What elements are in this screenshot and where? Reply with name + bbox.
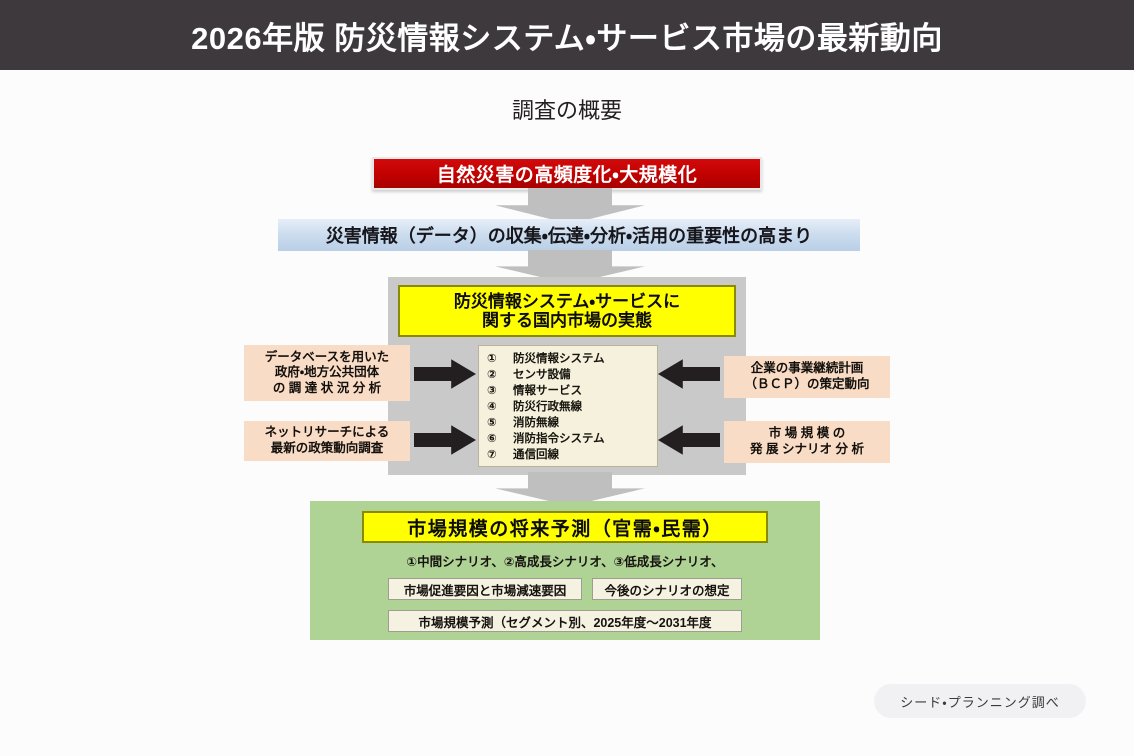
list-item-label: 防災行政無線 (513, 401, 582, 413)
list-item-label: 消防指令システム (513, 433, 605, 445)
list-item-label: 情報サービス (513, 385, 582, 397)
page-title: 2026年版 防災情報システム・サービス市場の最新動向 (191, 20, 943, 56)
focus-box: 防災情報システム・サービスに 関する国内市場の実態 (398, 285, 736, 337)
right-input-2-line1: 市 場 規 模 の (768, 426, 846, 441)
list-item-label: 通信回線 (513, 449, 559, 461)
left-input-2-line2: 最新の政策動向調査 (270, 441, 384, 455)
list-item-number: ④ (487, 401, 497, 413)
list-item: ② センサ設備 (487, 366, 657, 382)
consequence-box-label: 災害情報（データ）の収集・伝達・分析・活用の重要性の高まり (325, 226, 813, 246)
consequence-box: 災害情報（データ）の収集・伝達・分析・活用の重要性の高まり (278, 219, 860, 251)
list-item-label: センサ設備 (513, 369, 571, 381)
left-input-1-line3: の 調 達 状 況 分 析 (272, 380, 382, 395)
right-input-box-2: 市 場 規 模 の 発 展 シナリオ 分 析 (724, 421, 890, 463)
forecast-subitem-3: 市場規模予測（セグメント別、2025年度～2031年度 (388, 610, 742, 632)
right-input-1-line2: （ＢＣＰ）の策定動向 (744, 377, 870, 391)
forecast-subitem-1: 市場促進要因と市場減速要因 (388, 578, 582, 600)
list-item-number: ② (487, 369, 497, 381)
list-item-label: 防災情報システム (513, 353, 605, 365)
header-bar: 2026年版 防災情報システム・サービス市場の最新動向 (0, 0, 1134, 70)
left-input-2-line1: ネットリサーチによる (264, 425, 390, 440)
segment-list: ① 防災情報システム ② センサ設備 ③ 情報サービス ④ 防災行政無線 ⑤ 消… (478, 345, 658, 467)
left-input-1-line1: データベースを用いた (264, 349, 390, 364)
source-badge: シード・プランニング調べ (874, 684, 1086, 718)
right-input-box-1: 企業の事業継続計画 （ＢＣＰ）の策定動向 (724, 356, 890, 398)
right-input-1-line1: 企業の事業継続計画 (750, 361, 864, 376)
scenario-line: ①中間シナリオ、②高成長シナリオ、③低成長シナリオ、 (406, 555, 724, 569)
trigger-box: 自然災害の高頻度化・大規模化 (372, 157, 762, 190)
trigger-box-label: 自然災害の高頻度化・大規模化 (436, 165, 698, 186)
list-item: ④ 防災行政無線 (487, 398, 657, 414)
list-item: ⑥ 消防指令システム (487, 430, 657, 446)
forecast-title-box: 市場規模の将来予測（官需・民需） (362, 511, 768, 543)
list-item: ⑤ 消防無線 (487, 414, 657, 430)
left-input-box-1: データベースを用いた 政府・地方公共団体 の 調 達 状 況 分 析 (244, 345, 410, 401)
list-item: ① 防災情報システム (487, 350, 657, 366)
list-item-number: ③ (487, 385, 497, 397)
subtitle: 調査の概要 (511, 98, 622, 123)
list-item-number: ⑤ (487, 417, 497, 429)
focus-box-line2: 関する国内市場の実態 (482, 311, 652, 330)
right-input-2-line2: 発 展 シナリオ 分 析 (750, 442, 864, 456)
left-input-1-line2: 政府・地方公共団体 (274, 365, 380, 380)
left-input-box-2: ネットリサーチによる 最新の政策動向調査 (244, 421, 410, 461)
focus-box-line1: 防災情報システム・サービスに (453, 291, 681, 311)
forecast-title-label: 市場規模の将来予測（官需・民需） (407, 518, 723, 540)
list-item-number: ⑥ (487, 433, 497, 445)
list-item: ③ 情報サービス (487, 382, 657, 398)
forecast-subitem-2: 今後のシナリオの想定 (592, 578, 742, 600)
list-item: ⑦ 通信回線 (487, 446, 657, 462)
list-item-number: ⑦ (487, 449, 497, 461)
list-item-label: 消防無線 (513, 417, 559, 429)
list-item-number: ① (487, 353, 497, 365)
